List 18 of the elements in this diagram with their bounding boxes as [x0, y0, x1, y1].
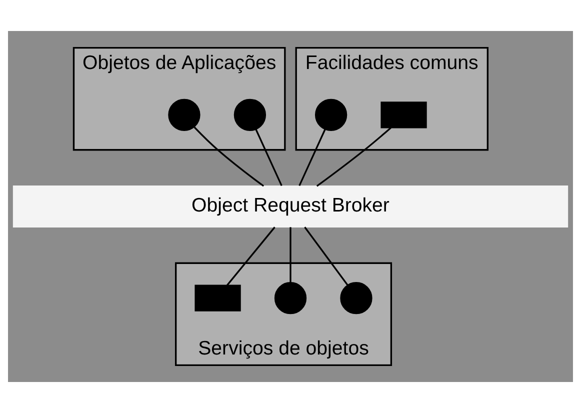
node-circle [340, 282, 372, 314]
connector [316, 126, 392, 186]
node-box: Object Request Broker [12, 185, 568, 227]
connector [194, 126, 264, 186]
node-circle [274, 282, 307, 314]
node-box [380, 101, 427, 128]
node-circle [314, 98, 348, 130]
connector [226, 226, 276, 286]
node-circle [168, 98, 200, 130]
connector [298, 128, 326, 186]
cluster: Serviços de objetos [175, 262, 392, 366]
node-circle [234, 98, 266, 130]
connector [304, 226, 348, 285]
cluster: Objetos de Aplicações [72, 46, 286, 150]
node-box [194, 284, 241, 311]
connector [290, 226, 292, 282]
connector [255, 128, 282, 186]
cluster: Facilidades comuns [295, 46, 489, 150]
